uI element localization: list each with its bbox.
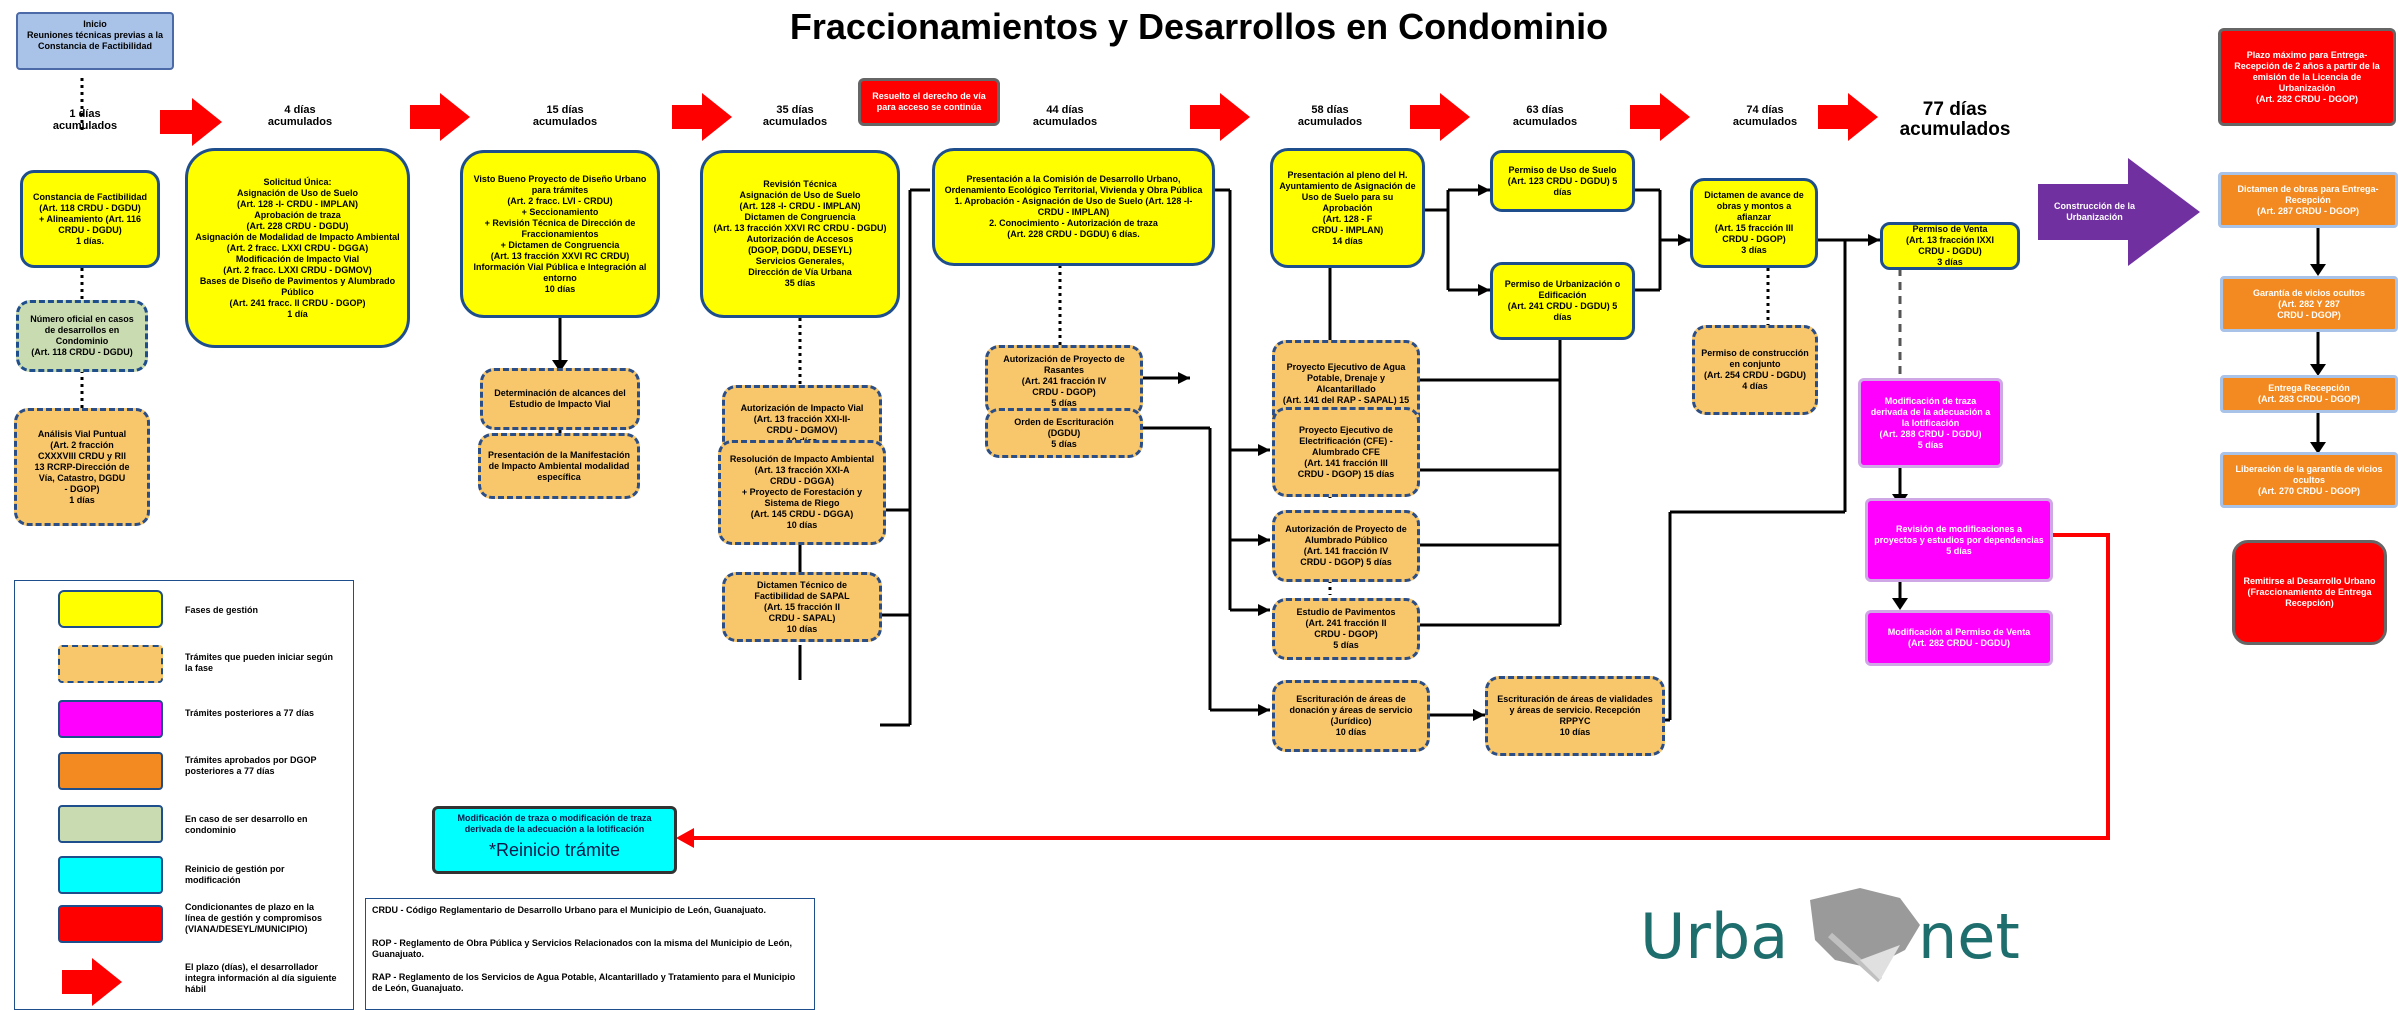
note-rop: ROP - Reglamento de Obra Pública y Servi…: [372, 938, 792, 959]
box-escrituracion-vialidades: Escrituración de áreas de vialidades y á…: [1485, 676, 1665, 756]
flow-arrow-1: [160, 98, 222, 146]
legend-swatch-green: [58, 805, 163, 843]
box-entrega-recepcion: Entrega Recepción (Art. 283 CRDU - DGOP): [2220, 375, 2398, 413]
note-rap: RAP - Reglamento de los Servicios de Agu…: [372, 972, 796, 993]
box-permiso-construccion: Permiso de construcción en conjunto (Art…: [1692, 325, 1818, 415]
box-presentacion-pleno: Presentación al pleno del H. Ayuntamient…: [1270, 148, 1425, 268]
days-58: 58 días acumulados: [1297, 104, 1363, 128]
construction-label: Construcción de la Urbanización: [2053, 201, 2135, 222]
box-revision-modificaciones: Revisión de modificaciones a proyectos y…: [1865, 498, 2053, 582]
logo-net: net: [1918, 900, 2020, 973]
box-autorizacion-rasantes: Autorización de Proyecto de Rasantes (Ar…: [985, 345, 1143, 417]
box-dictamen-sapal: Dictamen Técnico de Factibilidad de SAPA…: [722, 572, 882, 642]
start-box: Inicio Reuniones técnicas previas a la C…: [16, 12, 174, 70]
box-dictamen-avance: Dictamen de avance de obras y montos a a…: [1690, 178, 1818, 268]
box-visto-bueno: Visto Bueno Proyecto de Diseño Urbano pa…: [460, 150, 660, 318]
days-35: 35 días acumulados: [762, 104, 828, 128]
days-1: 1 días acumulados: [52, 108, 118, 132]
logo-urba: Urba: [1640, 900, 1789, 973]
reinicio-text: *Reinicio trámite: [488, 840, 621, 860]
legend-arrow: [62, 958, 122, 1006]
box-estudio-pavimentos: Estudio de Pavimentos (Art. 241 fracción…: [1272, 598, 1420, 660]
flow-arrow-5: [1410, 93, 1470, 141]
box-presentacion-mia: Presentación de la Manifestación de Impa…: [478, 433, 640, 499]
box-presentacion-comision: Presentación a la Comisión de Desarrollo…: [932, 148, 1215, 266]
days-15: 15 días acumulados: [532, 104, 598, 128]
flow-arrow-4: [1190, 93, 1250, 141]
box-autorizacion-alumbrado: Autorización de Proyecto de Alumbrado Pú…: [1272, 510, 1420, 582]
box-proyecto-electrificacion: Proyecto Ejecutivo de Electrificación (C…: [1272, 407, 1420, 497]
box-liberacion-garantia: Liberación de la garantía de vicios ocul…: [2220, 452, 2398, 508]
days-4: 4 días acumulados: [267, 104, 333, 128]
reinicio-description: Modificación de traza o modificación de …: [457, 813, 652, 834]
box-permiso-venta: Permiso de Venta (Art. 13 fracción IXXI …: [1880, 222, 2020, 270]
days-77: 77 días acumulados: [1899, 99, 2011, 140]
legend-swatch-tan: [58, 645, 163, 683]
box-resuelto-derecho-via: Resuelto el derecho de vía para acceso s…: [858, 78, 1000, 126]
legend-text-2: Trámites que pueden iniciar según la fas…: [185, 652, 334, 673]
construction-arrow: [2038, 158, 2200, 266]
page-title: Fraccionamientos y Desarrollos en Condom…: [789, 6, 1609, 47]
legend-swatch-magenta: [58, 700, 163, 738]
legend-text-4: Trámites aprobados por DGOP posteriores …: [185, 755, 317, 776]
flow-arrow-7: [1818, 93, 1878, 141]
box-escrituracion-donacion: Escrituración de áreas de donación y áre…: [1272, 680, 1430, 752]
box-permiso-uso-suelo: Permiso de Uso de Suelo (Art. 123 CRDU -…: [1490, 150, 1635, 212]
box-determinacion-impacto: Determinación de alcances del Estudio de…: [480, 368, 640, 430]
box-numero-oficial: Número oficial en casos de desarrollos e…: [16, 300, 148, 372]
box-dictamen-obras: Dictamen de obras para Entrega-Recepción…: [2218, 172, 2398, 228]
flow-arrow-3: [672, 93, 732, 141]
logo-map-icon: [1810, 888, 1920, 983]
box-modificacion-traza: Modificación de traza derivada de la ade…: [1858, 378, 2003, 468]
flow-arrow-6: [1630, 93, 1690, 141]
box-plazo-maximo: Plazo máximo para Entrega-Recepción de 2…: [2218, 28, 2396, 126]
box-revision-tecnica: Revisión Técnica Asignación de Uso de Su…: [700, 150, 900, 318]
legend-swatch-cyan: [58, 856, 163, 894]
box-remitirse: Remitirse al Desarrollo Urbano (Fraccion…: [2232, 540, 2387, 645]
legend-text-1: Fases de gestión: [185, 605, 259, 615]
box-orden-escrituracion: Orden de Escrituración (DGDU) 5 días: [985, 408, 1143, 458]
legend-swatch-yellow: [58, 590, 163, 628]
legend-text-5: En caso de ser desarrollo en condominio: [185, 814, 308, 835]
legend-text-3: Trámites posteriores a 77 días: [185, 708, 315, 718]
box-analisis-vial: Análisis Vial Puntual (Art. 2 fracción C…: [14, 408, 150, 526]
box-solicitud-unica: Solicitud Única: Asignación de Uso de Su…: [185, 148, 410, 348]
days-44: 44 días acumulados: [1032, 104, 1098, 128]
box-reinicio: Modificación de traza o modificación de …: [432, 806, 677, 874]
legend-text-8: El plazo (días), el desarrollador integr…: [185, 962, 337, 994]
legend-swatch-red: [58, 905, 163, 943]
box-garantia-vicios: Garantía de vicios ocultos (Art. 282 Y 2…: [2220, 276, 2398, 332]
box-resolucion-ambiental: Resolución de Impacto Ambiental (Art. 13…: [718, 440, 886, 545]
legend-swatch-orange: [58, 752, 163, 790]
box-modificacion-permiso-venta: Modificación al Permiso de Venta (Art. 2…: [1865, 610, 2053, 666]
flow-arrow-2: [410, 93, 470, 141]
box-permiso-urbanizacion: Permiso de Urbanización o Edificación (A…: [1490, 262, 1635, 340]
note-crdu: CRDU - Código Reglamentario de Desarroll…: [372, 905, 767, 915]
legend-text-7: Condicionantes de plazo en la línea de g…: [185, 902, 323, 934]
legend-text-6: Reinicio de gestión por modificación: [185, 864, 285, 885]
box-constancia: Constancia de Factibilidad (Art. 118 CRD…: [20, 170, 160, 268]
days-63: 63 días acumulados: [1512, 104, 1578, 128]
days-74: 74 días acumulados: [1732, 104, 1798, 128]
